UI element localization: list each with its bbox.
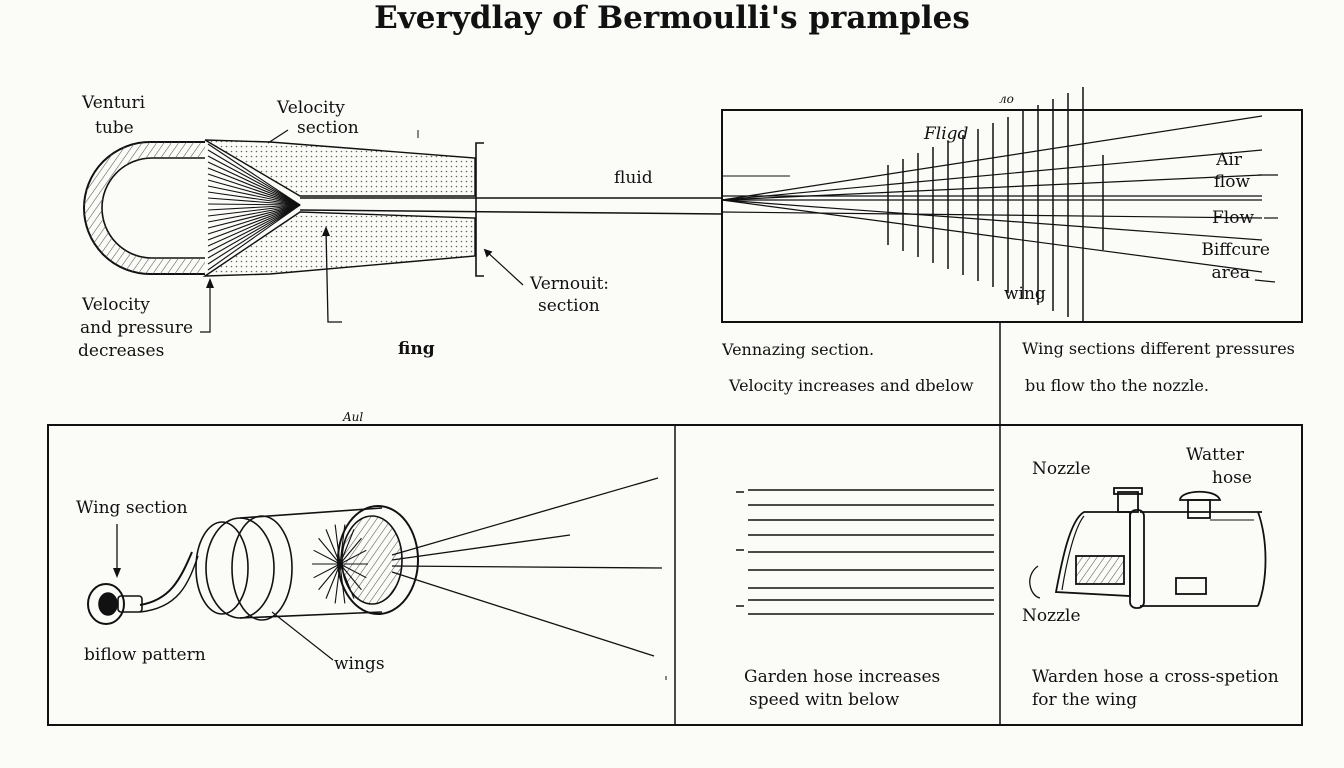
- velocity-pressure-label-line1: Velocity: [82, 295, 150, 315]
- vernouli-section-label-line1: Vernouit:: [530, 274, 610, 294]
- flight-ray-line: [721, 199, 1263, 273]
- cylinder-ray-line: [318, 537, 341, 565]
- venturi-fan-line: [207, 204, 301, 229]
- venturi-fan-line: [207, 204, 301, 259]
- velocity-section-label-line2: section: [297, 118, 359, 138]
- flight-panel-artwork: [721, 87, 1303, 323]
- venturi-fan-line: [207, 191, 301, 206]
- venturi-fan-line: [207, 173, 301, 206]
- venturi-fan-line: [207, 167, 301, 206]
- nozzle-top-label: Nozzle: [1032, 459, 1091, 479]
- flow-label: Flow: [1212, 208, 1255, 228]
- venturi-fan-line: [207, 204, 301, 265]
- flight-ray-line: [721, 199, 1263, 241]
- air-flow-label-line2: flow: [1213, 172, 1250, 192]
- bottom-panel-corner-mark: Aиl: [343, 410, 364, 424]
- flight-ray-line: [721, 211, 1263, 219]
- fluid-label: fluid: [614, 168, 653, 188]
- cylinder-ray-line: [339, 529, 355, 565]
- cylinder-ray-line: [334, 524, 341, 565]
- cylinder-ray-line: [339, 549, 367, 565]
- page-title: Everydlay of Bermoulli's pramples: [374, 0, 970, 36]
- venturi-fan-line: [207, 204, 301, 211]
- cylinder-ray-line: [325, 563, 341, 599]
- cylinder-ray-line: [313, 549, 341, 565]
- venturi-fan-line: [207, 149, 301, 206]
- wing-section-label: Wing section: [76, 498, 188, 518]
- water-hose-label-line2: hose: [1212, 468, 1252, 488]
- water-hose-label-line1: Watter: [1186, 445, 1244, 465]
- cylinder-ray-line: [339, 563, 367, 579]
- cylinder-ray-line: [318, 563, 341, 591]
- cylinder-ray-line: [325, 529, 341, 565]
- nozzle-bottom-label: Nozzle: [1022, 606, 1081, 626]
- cylinder-ray-line: [339, 537, 362, 565]
- flight-caption-right-line2: bu flow tho the nozzle.: [1025, 376, 1209, 395]
- venturi-fan-line: [207, 155, 301, 206]
- venturi-fan-line: [207, 204, 301, 247]
- flight-ray-line: [721, 115, 1263, 201]
- warden-hose-caption-line2: for the wing: [1032, 690, 1138, 710]
- cylinder-ray-line: [313, 563, 341, 579]
- venturi-fan-line: [207, 204, 301, 241]
- cylinder-ray-line: [339, 563, 355, 599]
- venturi-fan-line: [207, 204, 301, 217]
- venturi-fan-line: [207, 204, 301, 271]
- venturi-fan-line: [207, 204, 301, 235]
- warden-hose-caption-line1: Warden hose a cross-spetion: [1032, 667, 1279, 687]
- wing-section-illustration: [87, 477, 667, 680]
- venturi-fan-line: [207, 204, 301, 253]
- venturi-fan-line: [207, 185, 301, 206]
- venturi-fan-line: [207, 161, 301, 206]
- hose-stream-lines: [736, 489, 994, 615]
- venturi-tube-label-line1: Venturi: [82, 93, 146, 113]
- flight-panel-corner-mark: лo: [999, 92, 1014, 106]
- venturi-fan-line: [207, 143, 301, 206]
- air-flow-label-line1: Air: [1216, 150, 1242, 170]
- velocity-section-label-line1: Velocity: [277, 98, 345, 118]
- venturi-fan-line: [207, 179, 301, 206]
- vernouli-section-label-line2: section: [538, 296, 600, 316]
- cylinder-ray-line: [339, 563, 362, 591]
- panel-dividers: [47, 322, 1303, 726]
- nozzle-hose-illustration: [1029, 487, 1267, 609]
- flight-caption-right-line1: Wing sections different pressures: [1022, 339, 1295, 358]
- flight-ray-line: [721, 149, 1263, 201]
- flight-caption-left-line1: Vennazing section.: [722, 340, 875, 359]
- cylinder-ray-line: [334, 563, 341, 604]
- flight-caption-left-line2: Velocity increases and dbelow: [729, 376, 974, 395]
- venturi-tube-label-line2: tube: [95, 118, 134, 138]
- bifurcation-area-label-line2: area: [1211, 263, 1250, 283]
- bifurcation-area-label-line1: Biffcure: [1201, 240, 1270, 260]
- garden-hose-caption-line2: speed witn below: [749, 690, 900, 710]
- wings-label: wings: [334, 654, 385, 674]
- flight-label: Fligd: [924, 124, 969, 144]
- velocity-pressure-label-line3: decreases: [78, 341, 165, 361]
- cylinder-ray-line: [339, 563, 346, 604]
- velocity-pressure-label-line2: and pressure: [80, 318, 194, 338]
- wing-label: wing: [1004, 284, 1046, 304]
- cylinder-ray-line: [339, 524, 346, 565]
- venturi-fan-line: [207, 197, 301, 206]
- fing-label: fing: [398, 339, 435, 359]
- garden-hose-caption-line1: Garden hose increases: [744, 667, 941, 687]
- venturi-tube-illustration: [83, 129, 723, 333]
- venturi-fan-line: [207, 204, 301, 223]
- biflow-pattern-label: biflow pattern: [84, 645, 206, 665]
- venturi-fan-line: [207, 203, 301, 206]
